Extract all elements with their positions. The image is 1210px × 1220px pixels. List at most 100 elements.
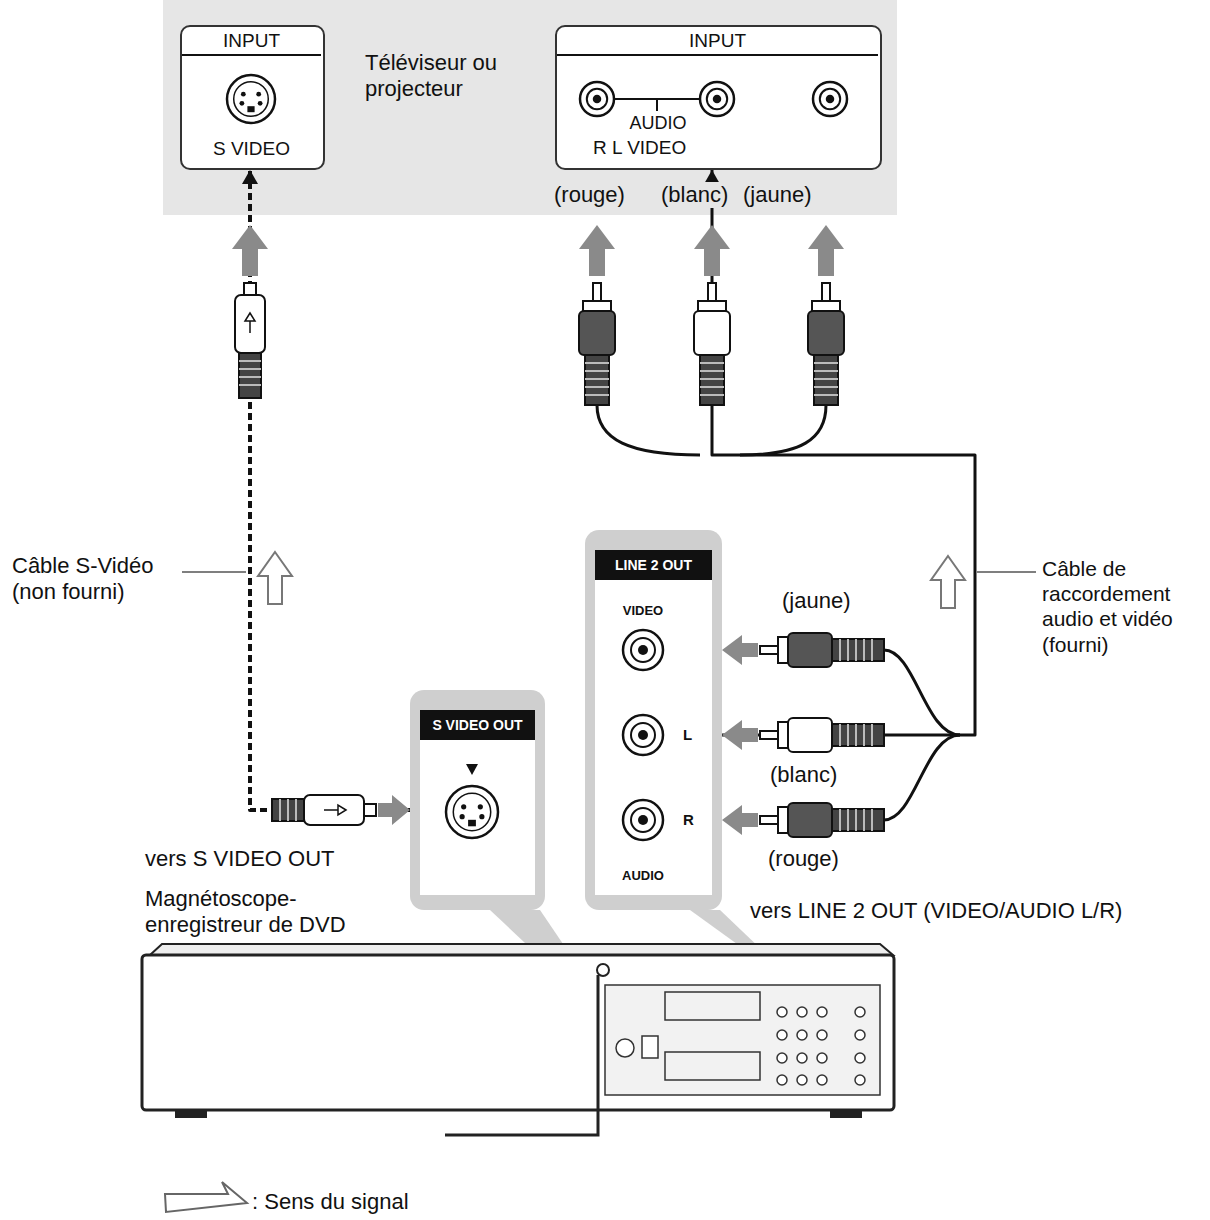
dvd-recorder [830,1110,862,1118]
plug-color: (rouge) [768,846,839,872]
rca-jack-pin [638,815,648,825]
dvd-recorder [817,1007,827,1017]
plug-color: (jaune) [742,182,812,208]
rca-jack-pin [826,95,835,104]
dvd-recorder [855,1030,865,1040]
cable-callout: Câble S-Vidéo (non fourni) [12,553,180,606]
rca-jack [580,82,614,116]
rca-jack-ring [587,89,607,109]
cable-callout: Câble de raccordement audio et vidéo (fo… [1042,556,1207,657]
channel-label: L [683,726,692,744]
dvd-recorder [855,1053,865,1063]
s-video-jack-ring [453,793,490,830]
input-header: INPUT [182,30,321,53]
rca-jack-pin [593,95,602,104]
plug-color: (blanc) [770,762,837,788]
s-video-pin [258,101,263,106]
plug-color: (jaune) [782,588,850,614]
s-video-key [247,106,254,112]
insertion-arrows [722,635,758,665]
insertion-arrows [579,225,615,276]
jack-label: VIDEO [593,603,693,619]
dvd-recorder [642,1036,658,1058]
s-video-out-callout: S VIDEO OUT [410,690,545,910]
device-name: Magnétoscope- enregistreur de DVD [145,886,380,939]
s-video-pin [479,814,484,819]
dvd-recorder [817,1075,827,1085]
dvd-recorder [777,1053,787,1063]
connector-note: vers S VIDEO OUT [145,846,334,872]
insertion-arrows [378,795,410,825]
cable-connector [242,170,410,810]
cable-branches [597,405,700,455]
plugs [808,283,844,405]
rca-jack [813,82,847,116]
rca-jack-ring [631,723,655,747]
plugs [235,283,884,837]
rca-jack-pin [713,95,722,104]
dvd-recorder [797,1075,807,1085]
dvd-recorder [597,964,609,976]
plugs [694,283,730,405]
connector-note: vers LINE 2 OUT (VIDEO/AUDIO L/R) [750,898,1122,924]
rca-jack [623,715,663,755]
device-name: Téléviseur ou projecteur [365,50,545,103]
rca-jack-pin [638,730,648,740]
dvd-recorder [797,1007,807,1017]
rca-jack [623,630,663,670]
plugs [272,795,376,825]
cable-line [712,170,975,735]
plugs [235,283,265,398]
panel-drawing [585,530,722,910]
dvd-recorder [445,975,598,1135]
av-input-box: INPUTAUDIOR L VIDEO [555,25,882,170]
s-video-input-box: INPUT S VIDEO [180,25,325,170]
insertion-arrows [232,225,268,276]
s-video-pin [241,92,246,97]
s-video-pin [478,804,483,809]
dvd-recorder [665,992,760,1020]
dvd-recorder [777,1030,787,1040]
cable-branches [884,735,960,820]
leader-lines [182,571,246,573]
rca-jack-ring [631,808,655,832]
s-video-pin [256,92,261,97]
dvd-recorder [616,1039,634,1057]
dvd-recorder [817,1053,827,1063]
plugs [760,803,884,837]
legend-text: : Sens du signal [252,1189,409,1215]
cable-branches [884,650,960,735]
band-ground [163,0,897,215]
signal-direction-arrows [258,552,292,604]
dvd-recorder [605,985,880,1095]
panel-header: S VIDEO OUT [420,710,535,740]
jack-label: S VIDEO [182,138,321,161]
input-header: INPUT [557,30,878,53]
plugs [760,633,884,667]
s-video-pin [460,814,465,819]
signal-direction-arrows [931,556,965,608]
dvd-recorder [665,1052,760,1080]
cable-connector [704,170,975,735]
dvd-recorder [175,1110,207,1118]
rca-jack-ring [707,89,727,109]
insertion-arrows [694,225,730,276]
channel-label: R [683,811,694,829]
dvd-recorder [150,944,893,955]
arrowhead [242,170,258,184]
plug-color: (rouge) [553,182,626,208]
s-video-pin [461,804,466,809]
dvd-recorder [855,1007,865,1017]
panel-body [420,710,535,895]
dvd-recorder [797,1030,807,1040]
rca-jack-ring [631,638,655,662]
rca-jack-ring [820,89,840,109]
line-2-out-callout: LINE 2 OUTVIDEOLRAUDIO [585,530,722,910]
plugs [760,718,884,752]
s-video-key [468,820,476,827]
cable-branches [740,405,826,455]
s-video-pin [239,101,244,106]
plugs [579,283,615,405]
dvd-recorder [142,944,894,1135]
orientation-mark [466,764,478,775]
